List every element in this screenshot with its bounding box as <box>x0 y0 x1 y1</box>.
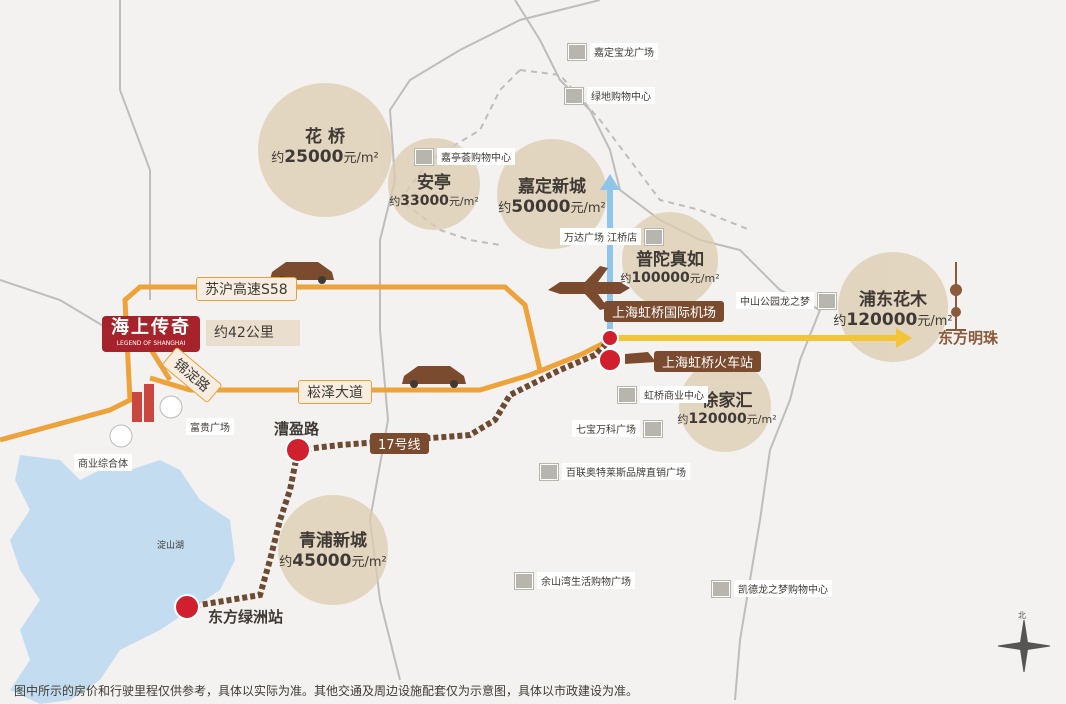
bubble-name: 浦东花木 <box>859 290 927 310</box>
metro-line-label: 17号线 <box>370 433 429 454</box>
compass-label: 北 <box>1018 611 1026 620</box>
bubble-qingpu: 青浦新城 约45000元/m² <box>273 526 393 571</box>
office-icon <box>109 424 133 448</box>
train-icon <box>625 352 656 364</box>
poi-qibao-vanke: 七宝万科广场 <box>572 420 662 437</box>
mall-icon <box>818 292 836 309</box>
mall-icon <box>515 572 533 589</box>
poi-zhongshan-park: 中山公园龙之梦 <box>736 292 836 309</box>
mall-icon <box>644 420 662 437</box>
road-label-songze: 崧泽大道 <box>298 380 372 404</box>
poi-wanda: 万达广场 江桥店 <box>560 228 664 245</box>
district-boundaries <box>0 0 822 701</box>
poi-commercial-complex: 商业综合体 <box>74 454 132 471</box>
plane-icon <box>548 266 630 310</box>
mall-icon <box>712 580 730 597</box>
bubble-anting: 安亭 约33000元/m² <box>379 168 489 209</box>
poi-jiatinghui: 嘉亭荟购物中心 <box>415 148 515 165</box>
bubble-price: 约33000元/m² <box>389 193 479 209</box>
poi-kaide: 凯德龙之梦购物中心 <box>712 580 832 597</box>
bubble-price: 约25000元/m² <box>271 147 379 167</box>
logo-subtitle: LEGEND OF SHANGHAI <box>116 340 186 347</box>
compass-rose <box>997 619 1051 673</box>
poi-bailian-outlets: 百联奥特莱斯品牌直销广场 <box>540 463 690 480</box>
bubble-huaqiao: 花 桥 约25000元/m² <box>255 122 395 167</box>
station-hongqiao-rail: 上海虹桥火车站 <box>654 351 762 372</box>
distance-label: 约42公里 <box>206 320 300 346</box>
tower-building-icon <box>132 384 154 422</box>
metro-line-17 <box>186 337 613 610</box>
bubble-price: 约120000元/m² <box>833 310 953 330</box>
poi-sheshan-bay: 余山湾生活购物广场 <box>515 572 635 589</box>
bubble-price: 约100000元/m² <box>620 270 720 286</box>
price-bubbles <box>258 83 948 605</box>
poi-jiading-baolong: 嘉定宝龙广场 <box>568 43 658 60</box>
station-caoying: 漕盈路 <box>274 420 320 438</box>
bubble-price: 约50000元/m² <box>498 197 606 217</box>
s58-highway <box>0 284 543 443</box>
poi-fugui: 富贵广场 <box>186 418 234 435</box>
footnote: 图中所示的房价和行驶里程仅供参考，具体以实际为准。其他交通及周边设施配套仅为示意… <box>14 684 639 698</box>
bubble-name: 花 桥 <box>305 127 345 147</box>
road-label-s58: 苏沪高速S58 <box>196 277 297 301</box>
poi-lvdi: 绿地购物中心 <box>565 87 655 104</box>
bubble-name: 普陀真如 <box>636 250 704 270</box>
mall-icon <box>540 463 558 480</box>
car-icon <box>402 366 466 388</box>
mall-icon <box>565 87 583 104</box>
project-logo: 海上传奇 LEGEND OF SHANGHAI <box>102 316 200 352</box>
lake-label: 淀山湖 <box>157 541 185 551</box>
mall-icon <box>568 43 586 60</box>
bubble-putuo: 普陀真如 约100000元/m² <box>614 245 726 286</box>
bubble-xujiahui: 徐家汇 约120000元/m² <box>672 386 782 427</box>
oriental-pearl-tower <box>946 262 966 331</box>
bubble-price: 约120000元/m² <box>677 411 777 427</box>
bubble-jiading: 嘉定新城 约50000元/m² <box>492 172 612 217</box>
bubble-name: 嘉定新城 <box>518 177 586 197</box>
building-icon <box>618 386 636 403</box>
office-icon <box>159 395 183 419</box>
landmark-pearl: 东方明珠 <box>938 329 999 347</box>
bubble-name: 徐家汇 <box>701 391 753 411</box>
metro-badge <box>174 348 622 620</box>
station-dongfang-lvzhou: 东方绿洲站 <box>208 608 284 626</box>
bubble-name: 青浦新城 <box>299 531 367 551</box>
songze-road <box>149 337 612 393</box>
dianshan-lake <box>10 455 235 704</box>
mall-icon <box>415 148 433 165</box>
mall-icon <box>645 228 664 245</box>
bubble-pudong: 浦东花木 约120000元/m² <box>833 285 953 330</box>
station-hongqiao-airport: 上海虹桥国际机场 <box>604 301 725 322</box>
bubble-price: 约45000元/m² <box>279 551 387 571</box>
poi-hongqiao-business: 虹桥商业中心 <box>618 386 708 403</box>
logo-title: 海上传奇 <box>111 317 191 338</box>
bubble-name: 安亭 <box>417 173 451 193</box>
